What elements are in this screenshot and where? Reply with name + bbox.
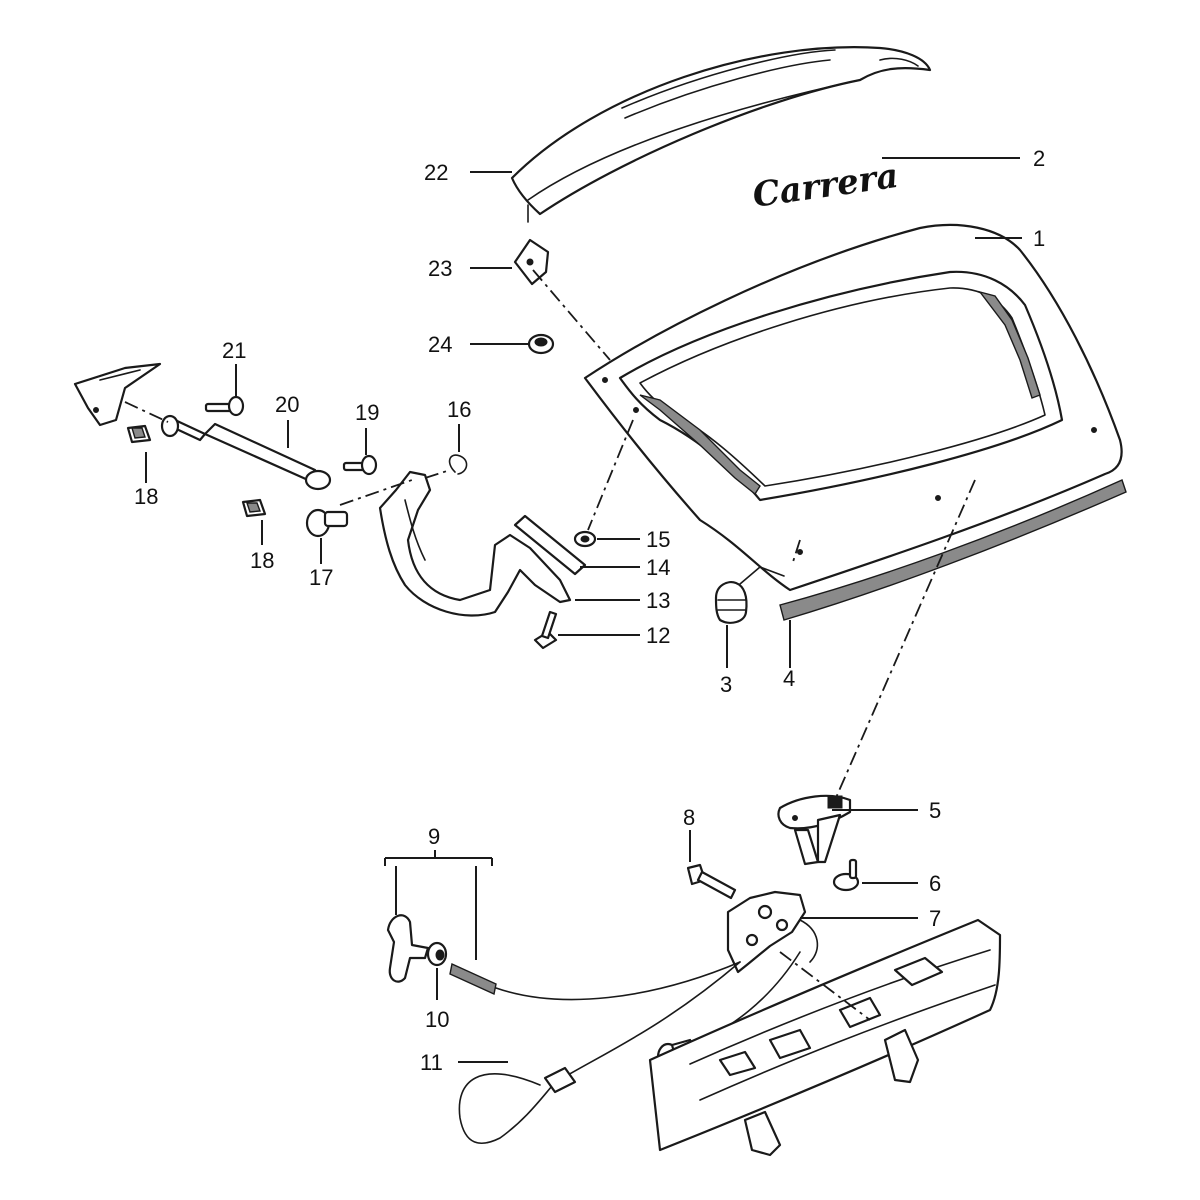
body-rear-panel bbox=[648, 918, 1002, 1157]
callout-18-upper: 18 bbox=[134, 484, 158, 509]
handle-nut bbox=[426, 941, 448, 967]
release-cable bbox=[458, 961, 741, 1145]
callout-9: 9 bbox=[428, 824, 440, 849]
speed-nut-lower bbox=[241, 498, 267, 518]
speed-nut-upper bbox=[126, 424, 152, 444]
callout-22: 22 bbox=[424, 160, 448, 185]
lock-bolt bbox=[686, 863, 737, 900]
callout-1: 1 bbox=[1033, 226, 1045, 251]
callout-17: 17 bbox=[309, 565, 333, 590]
washer bbox=[573, 530, 597, 548]
callout-2: 2 bbox=[1033, 146, 1045, 171]
rear-lid bbox=[583, 223, 1123, 592]
callout-3: 3 bbox=[720, 672, 732, 697]
callout-24: 24 bbox=[428, 332, 452, 357]
callout-leaders bbox=[145, 157, 1022, 1063]
lock-striker bbox=[777, 794, 852, 866]
callout-5: 5 bbox=[929, 798, 941, 823]
callout-6: 6 bbox=[929, 871, 941, 896]
strut-mount-bracket bbox=[73, 362, 162, 427]
shim-plate bbox=[513, 514, 587, 576]
hinge-bolt bbox=[533, 610, 558, 650]
callout-13: 13 bbox=[646, 588, 670, 613]
bump-stop bbox=[714, 566, 785, 624]
rear-spoiler bbox=[510, 46, 932, 223]
callout-23: 23 bbox=[428, 256, 452, 281]
lid-lock bbox=[726, 890, 819, 974]
callout-18-lower: 18 bbox=[250, 548, 274, 573]
rubber-grommet bbox=[527, 333, 555, 355]
spoiler-bracket bbox=[513, 238, 550, 286]
callout-14: 14 bbox=[646, 555, 670, 580]
gas-strut bbox=[160, 414, 332, 491]
strut-bolt-lower bbox=[342, 454, 378, 476]
lid-hinge bbox=[378, 470, 572, 617]
striker-bolt bbox=[832, 858, 860, 892]
callout-20: 20 bbox=[275, 392, 299, 417]
callout-11: 11 bbox=[420, 1050, 443, 1075]
circlip bbox=[448, 454, 468, 475]
callout-7: 7 bbox=[929, 906, 941, 931]
strut-bolt-upper bbox=[204, 395, 245, 417]
hinge-pin bbox=[305, 508, 349, 538]
carrera-badge: Carrera bbox=[750, 156, 901, 216]
callout-12: 12 bbox=[646, 623, 670, 648]
callout-8: 8 bbox=[683, 805, 695, 830]
callout-16: 16 bbox=[447, 397, 471, 422]
callout-21: 21 bbox=[222, 338, 246, 363]
assembly-lines bbox=[124, 269, 976, 1021]
callout-15: 15 bbox=[646, 527, 670, 552]
callout-4: 4 bbox=[783, 666, 795, 691]
threaded-stud bbox=[449, 962, 497, 996]
seal-strip bbox=[779, 479, 1127, 621]
callout-19: 19 bbox=[355, 400, 379, 425]
callout-10: 10 bbox=[425, 1007, 449, 1032]
release-handle bbox=[386, 914, 430, 983]
